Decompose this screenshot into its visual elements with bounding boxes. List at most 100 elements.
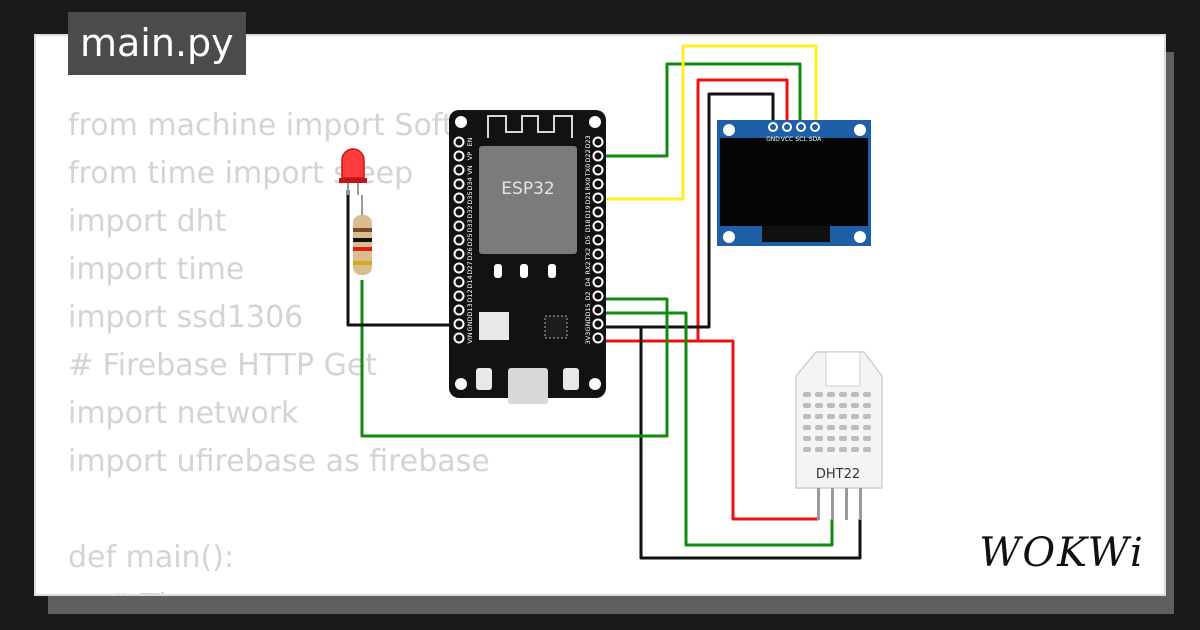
esp32-pin[interactable] — [453, 234, 465, 246]
dht-vent — [827, 392, 835, 397]
esp32-pin-label: GND — [584, 317, 592, 332]
dht-vent — [803, 392, 811, 397]
dht-vent — [827, 436, 835, 441]
esp32-pin-label: D27 — [466, 261, 474, 274]
esp32-pin[interactable] — [453, 220, 465, 232]
esp32-pin-label: D13 — [466, 303, 474, 316]
esp32-pin[interactable] — [592, 220, 604, 232]
dht-vent — [815, 414, 823, 419]
esp32-pin[interactable] — [453, 262, 465, 274]
dht-vent — [839, 403, 847, 408]
esp32-pin[interactable] — [592, 304, 604, 316]
esp32-pin[interactable] — [592, 332, 604, 344]
code-line: import ssd1306 — [68, 300, 304, 335]
resistor — [353, 195, 372, 275]
dht-vent — [863, 447, 871, 452]
esp32-pin[interactable] — [453, 136, 465, 148]
esp32-pin-label: TX0 — [584, 164, 592, 178]
red-led — [339, 148, 367, 195]
code-line: import time — [68, 252, 245, 287]
esp32-pin[interactable] — [453, 248, 465, 260]
dht-vent — [803, 436, 811, 441]
esp32-pin-label: TX2 — [584, 248, 592, 262]
esp32-pin[interactable] — [592, 150, 604, 162]
code-line: import ufirebase as firebase — [68, 444, 490, 479]
esp32-castellations — [494, 264, 556, 278]
esp32-pin[interactable] — [592, 192, 604, 204]
oled-pin[interactable] — [782, 122, 792, 132]
esp32-pin[interactable] — [592, 234, 604, 246]
wire-scl — [600, 62, 802, 158]
esp32-pin[interactable] — [592, 290, 604, 302]
esp32-pin[interactable] — [453, 164, 465, 176]
esp32-pin[interactable] — [592, 318, 604, 330]
esp32-pin[interactable] — [592, 262, 604, 274]
dht-vent — [863, 414, 871, 419]
wire-sda — [600, 44, 818, 201]
dht-vent — [851, 403, 859, 408]
esp32-pin-label: 3V3 — [584, 332, 592, 345]
code-line: from time import sleep — [68, 156, 414, 191]
wire-gnd-dht — [600, 325, 862, 560]
oled-pin-label: SCL — [795, 136, 807, 143]
dht-vent — [863, 425, 871, 430]
esp32-pin-label: D34 — [466, 177, 474, 190]
dht-vent — [827, 447, 835, 452]
dht-vent — [863, 403, 871, 408]
esp32-pin[interactable] — [453, 192, 465, 204]
esp32-pin-label: D19 — [584, 205, 592, 218]
dht-vent — [815, 425, 823, 430]
esp32-pin-label: VP — [466, 152, 474, 160]
dht-vent — [815, 403, 823, 408]
esp32-pin[interactable] — [453, 178, 465, 190]
code-line: import dht — [68, 204, 227, 239]
dht-vent — [839, 414, 847, 419]
code-line: def main(): — [68, 540, 235, 575]
esp32-pin[interactable] — [453, 206, 465, 218]
esp32-pin-label: D23 — [584, 135, 592, 148]
esp32-pin[interactable] — [453, 304, 465, 316]
dht-vent — [851, 392, 859, 397]
dht22-sensor: DHT22 — [795, 351, 883, 520]
oled-pin[interactable] — [796, 122, 806, 132]
esp32-pin[interactable] — [592, 206, 604, 218]
esp32-pin[interactable] — [592, 136, 604, 148]
file-tab[interactable]: main.py — [68, 12, 246, 75]
dht-vent — [803, 414, 811, 419]
wire-vcc-dht — [600, 339, 818, 521]
dht-vent — [803, 447, 811, 452]
code-line: # Time — [68, 582, 578, 594]
dht-vent — [863, 436, 871, 441]
esp32-pin-label: D5 — [584, 235, 592, 244]
esp32-pin-label: D25 — [466, 233, 474, 246]
dht-vent — [803, 403, 811, 408]
oled-pin[interactable] — [810, 122, 820, 132]
esp32-board: ESP32 ENVPVND34D35D32D33D25D26D27D14D12D… — [449, 110, 606, 404]
esp32-pin[interactable] — [453, 150, 465, 162]
esp32-pin-label: D2 — [584, 291, 592, 300]
esp32-pin[interactable] — [453, 332, 465, 344]
dht-vent — [827, 414, 835, 419]
esp32-pin[interactable] — [592, 248, 604, 260]
dht-vent — [851, 447, 859, 452]
dht-vent — [815, 436, 823, 441]
oled-pin[interactable] — [768, 122, 778, 132]
dht-vent — [863, 392, 871, 397]
wire-gnd-oled — [600, 92, 775, 329]
dht-vent — [851, 425, 859, 430]
esp32-pin-label: VIN — [466, 332, 474, 343]
esp32-pin[interactable] — [453, 318, 465, 330]
esp32-pin-label: RX2 — [584, 261, 592, 274]
esp32-pin[interactable] — [453, 276, 465, 288]
esp32-pin[interactable] — [592, 276, 604, 288]
esp32-pin-label: D26 — [466, 247, 474, 260]
dht-vent — [851, 436, 859, 441]
esp32-pin[interactable] — [592, 164, 604, 176]
esp32-pin-label: D14 — [466, 275, 474, 288]
esp32-pin[interactable] — [592, 178, 604, 190]
esp32-pin[interactable] — [453, 290, 465, 302]
esp32-pin-label: RX0 — [584, 177, 592, 190]
code-line: import network — [68, 396, 299, 431]
